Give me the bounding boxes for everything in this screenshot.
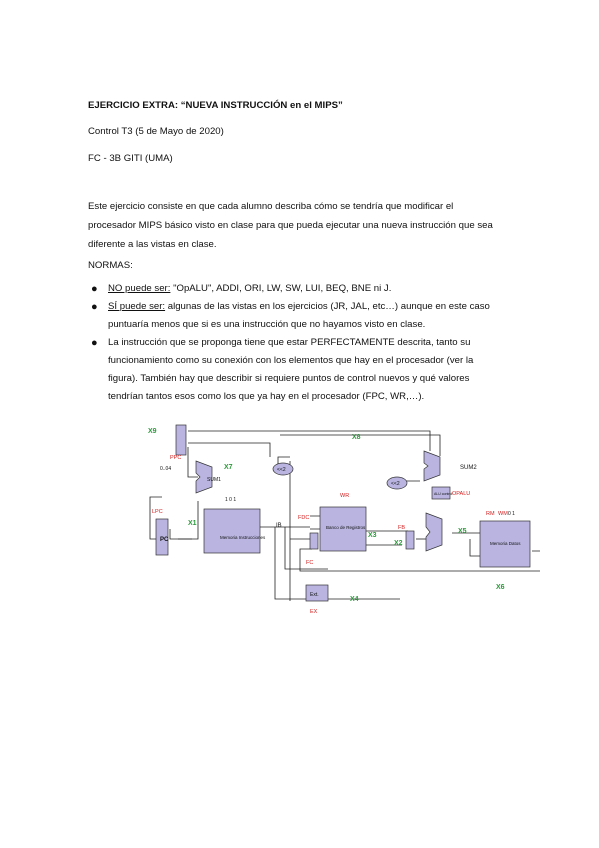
bullet-icon: ● [91, 283, 98, 295]
signal-labels: X9 X8 X7 X1 X2 X3 X4 X5 X6 [148, 428, 505, 603]
list-line: tendrían tantos esos como los que ya hay… [108, 391, 425, 402]
rule-text: algunas de las vistas en los ejercicios … [165, 301, 490, 312]
sign-extend [305, 584, 329, 602]
x7-label: X7 [224, 464, 233, 471]
ex-label: EX [310, 609, 318, 615]
fdc-label: FDC [298, 515, 309, 521]
x4-label: X4 [350, 596, 359, 603]
wires [149, 430, 540, 601]
list-line: SÍ puede ser: algunas de las vistas en l… [108, 298, 518, 316]
pc-register [155, 518, 169, 556]
list-item: ● NO puede ser: "OpALU", ADDI, ORI, LW, … [88, 280, 518, 298]
list-line: figura). También hay que describir si re… [108, 373, 470, 384]
pc-label: PC [160, 537, 169, 543]
x3-label: X3 [368, 532, 377, 539]
intro-paragraph: Este ejercicio consiste en que cada alum… [88, 197, 512, 254]
sum1-adder [195, 460, 213, 494]
mux-x9 [175, 424, 187, 456]
bullet-icon: ● [91, 301, 98, 313]
wm-label: WM [498, 511, 508, 517]
opalu-label: OPALU [452, 491, 470, 497]
rmwm-bits-label: 0 1 [508, 511, 515, 517]
shift-left-top [272, 462, 294, 476]
intro-line: diferente a las vistas en clase. [88, 239, 217, 250]
list-line: puntuaría menos que si es una instrucció… [108, 319, 426, 330]
fb-label: FB [398, 525, 405, 531]
list-item: ● La instrucción que se proponga tiene q… [88, 334, 518, 406]
x6-label: X6 [496, 584, 505, 591]
normas-list: ● NO puede ser: "OpALU", ADDI, ORI, LW, … [88, 280, 518, 406]
document-title: EJERCICIO EXTRA: “NUEVA INSTRUCCIÓN en e… [88, 100, 343, 111]
register-file [319, 506, 367, 552]
const-label: 0..04 [160, 466, 171, 472]
wr-label: WR [340, 493, 349, 499]
alu [425, 512, 443, 552]
x1-label: X1 [188, 520, 197, 527]
course-line: FC - 3B GITI (UMA) [88, 153, 173, 164]
x9-label: X9 [148, 428, 157, 435]
fc-label: FC [306, 560, 313, 566]
list-line: NO puede ser: "OpALU", ADDI, ORI, LW, SW… [108, 280, 518, 298]
rule-lead: NO puede ser: [108, 283, 171, 294]
mips-datapath-figure: SUM1 PC 0..04 Memoria Instrucciones Banc… [148, 424, 540, 615]
data-memory [479, 520, 531, 568]
sum2-adder [423, 450, 441, 482]
intro-line: Este ejercicio consiste en que cada alum… [88, 201, 454, 212]
normas-heading: NORMAS: [88, 260, 133, 271]
mem-datos-label: Memoria Datos [490, 541, 521, 546]
list-line: La instrucción que se proponga tiene que… [108, 337, 471, 348]
mux-fb [405, 530, 415, 550]
ppc-label: PPC [170, 455, 181, 461]
rm-label: RM [486, 511, 495, 517]
x8-label: X8 [352, 434, 361, 441]
x5-label: X5 [458, 528, 467, 535]
intro-line: procesador MIPS básico visto en clase pa… [88, 220, 493, 231]
control-line: Control T3 (5 de Mayo de 2020) [88, 126, 224, 137]
alu-control-label: ALU control [434, 492, 453, 496]
x2-label: X2 [394, 540, 403, 547]
list-line: funcionamiento como su conexión con los … [108, 355, 474, 366]
rule-lead: SÍ puede ser: [108, 301, 166, 312]
ext-label: Ext. [310, 592, 319, 598]
bullet-icon: ● [91, 337, 98, 349]
mem-instr-label: Memoria Instrucciones [220, 535, 266, 540]
figure-labels: SUM1 PC 0..04 Memoria Instrucciones Banc… [160, 465, 521, 598]
shift-left-mid [386, 476, 408, 490]
control-labels: PPC LPC FDC WR FB FC EX RM WM OPALU [152, 455, 508, 615]
instruction-memory [203, 508, 261, 554]
bits-label: 1 0 1 [225, 497, 236, 503]
mux-fc [309, 532, 319, 550]
ib-label: IB [276, 523, 282, 529]
alu-control [431, 486, 451, 500]
lpc-label: LPC [152, 509, 163, 515]
sum1-label: SUM1 [207, 477, 221, 483]
rule-text: "OpALU", ADDI, ORI, LW, SW, LUI, BEQ, BN… [170, 283, 392, 294]
shl-label: <<2 [277, 467, 286, 473]
sum2-label: SUM2 [460, 465, 477, 471]
banco-label: Banco de Registros [326, 525, 366, 530]
shl-label-2: <<2 [391, 481, 400, 487]
list-item: ● SÍ puede ser: algunas de las vistas en… [88, 298, 518, 334]
